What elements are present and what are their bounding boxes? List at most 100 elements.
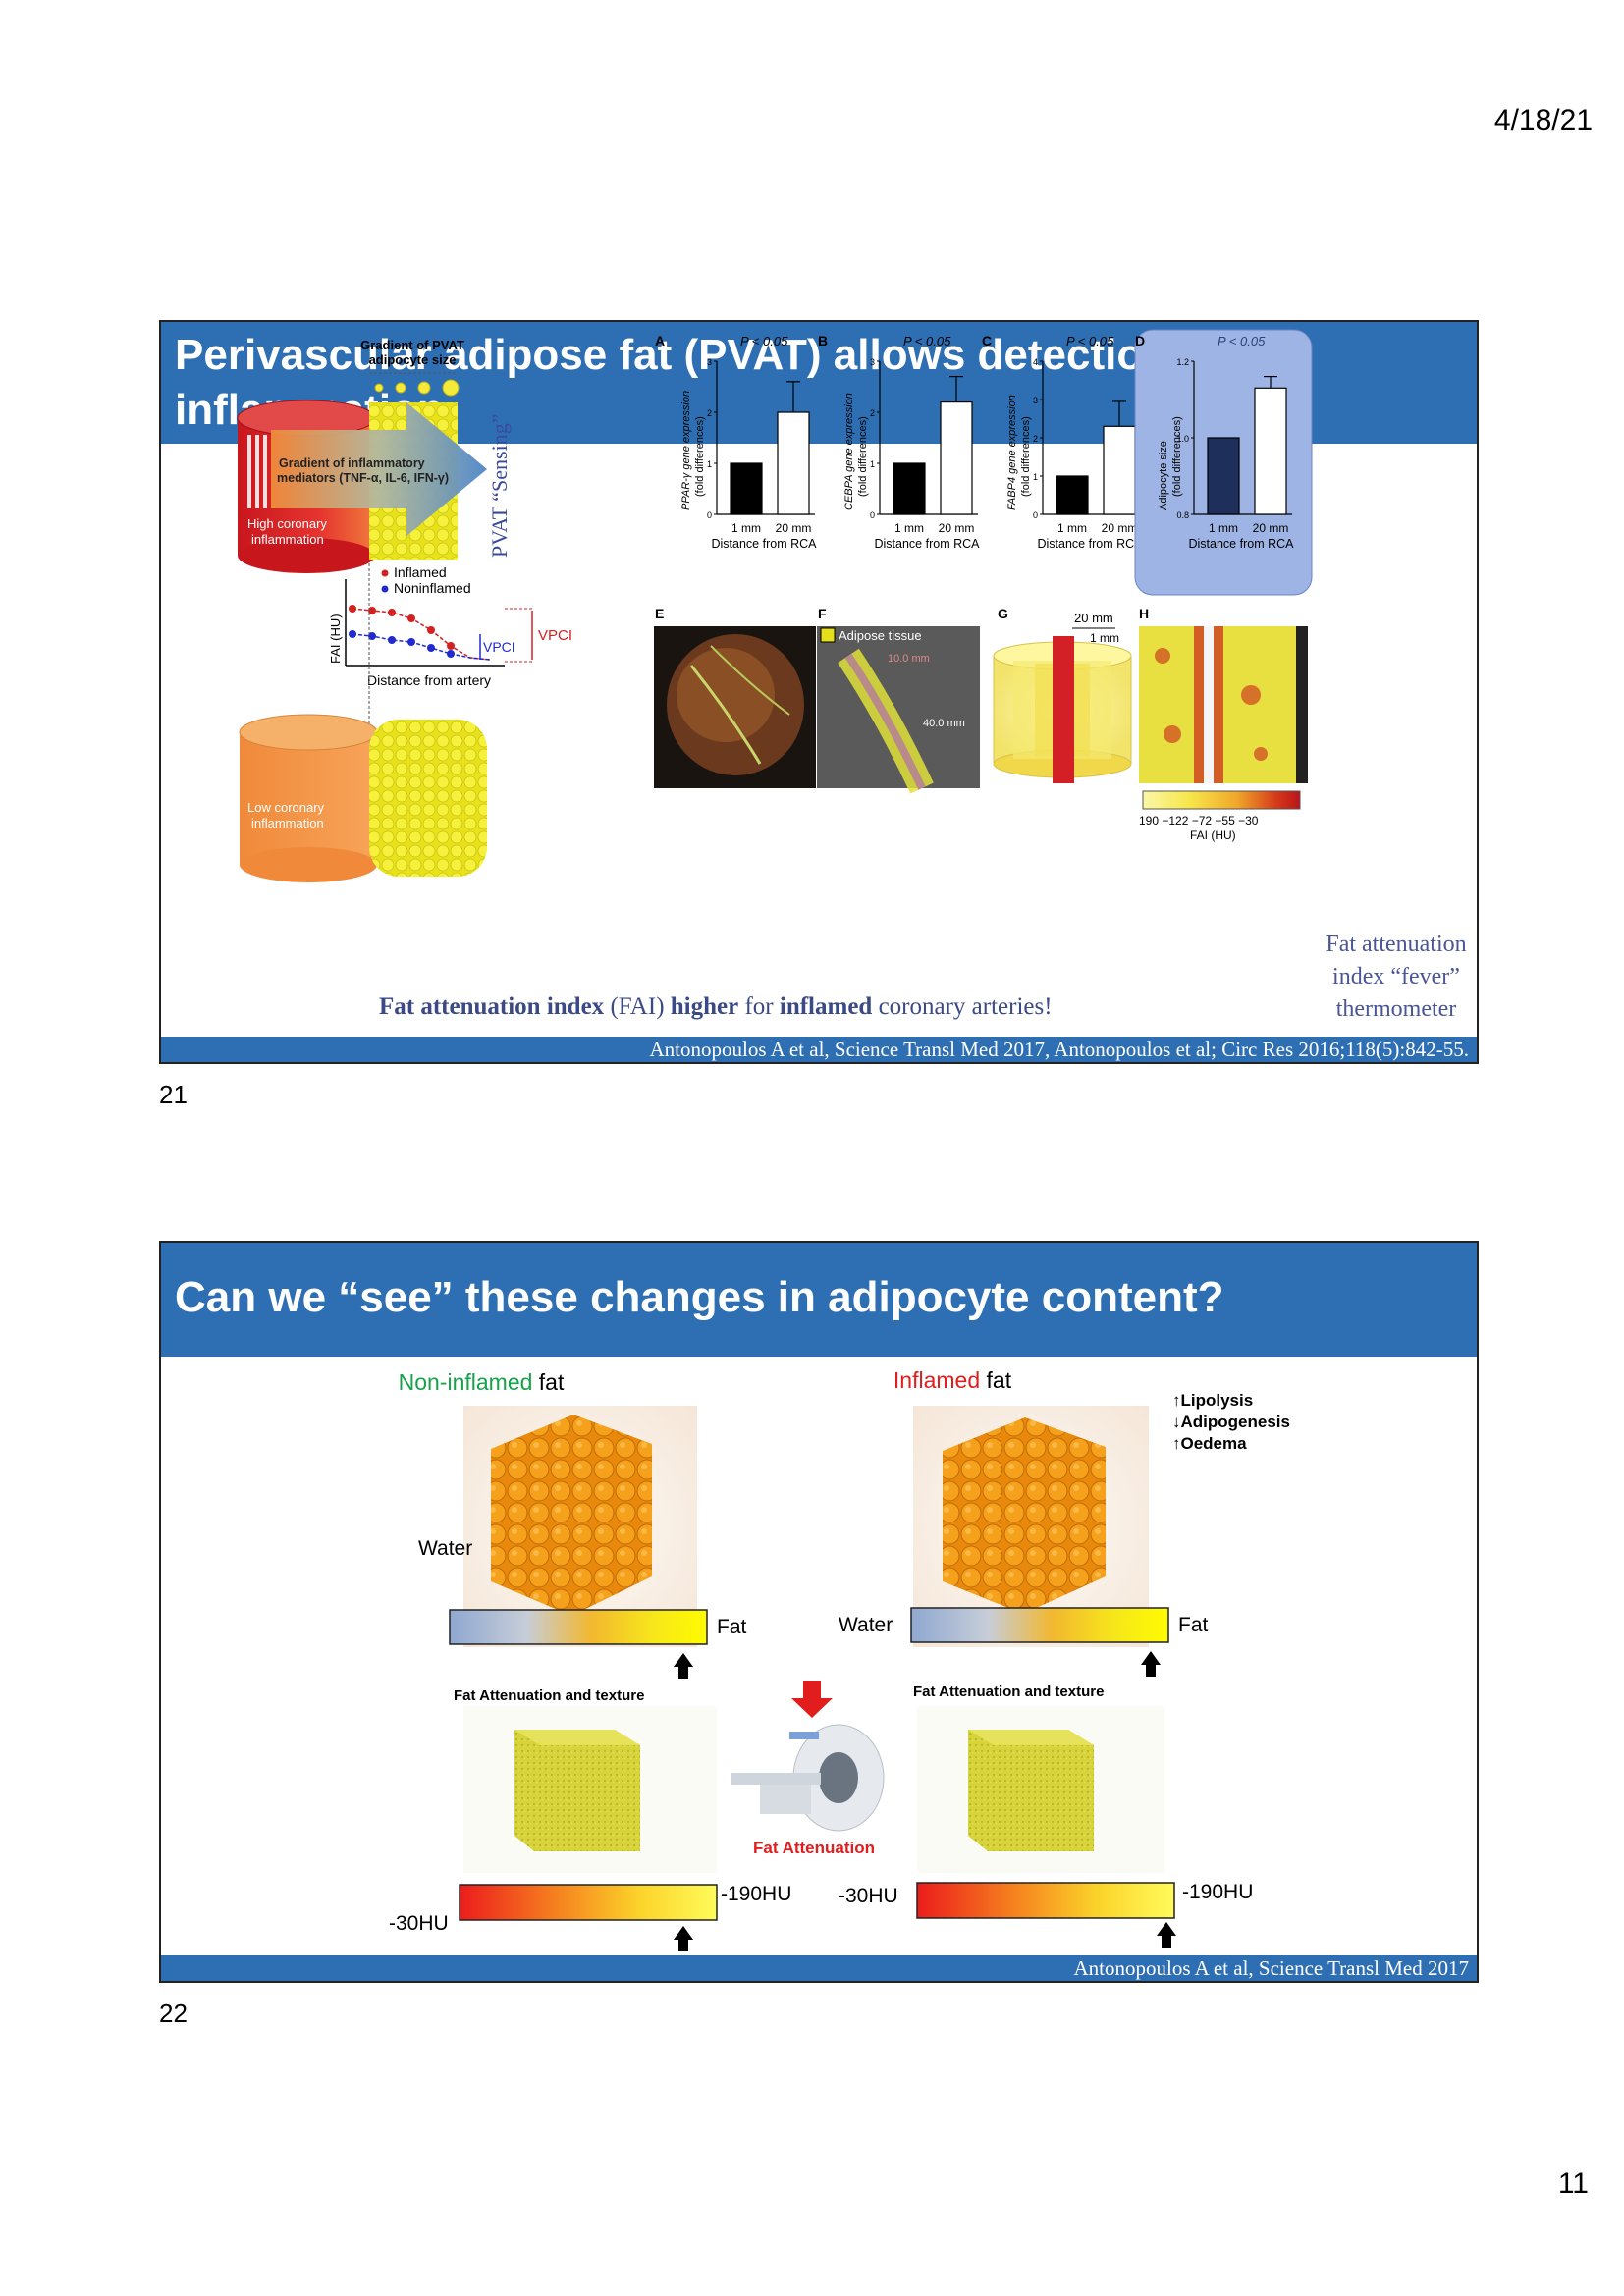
adipocyte-figure: Non-inflamed fat Inflamed fat ↑Lipolysis… — [389, 1367, 1290, 1951]
y-tick-label: 0 — [870, 510, 875, 520]
noninflamed-heading: Non-inflamed fat — [399, 1369, 565, 1395]
y-axis-label: Adipocyte size — [1158, 441, 1169, 510]
fai-axis-label: FAI (HU) — [328, 614, 343, 664]
x-axis-label: Distance from RCA — [1038, 537, 1144, 551]
p-value-label: P < 0.05 — [903, 334, 951, 348]
fai-caption: Fat attenuation index (FAI) higher for i… — [379, 993, 1053, 1021]
y-tick-label: 1 — [707, 459, 712, 469]
ct-fat-attenuation-label: Fat Attenuation — [753, 1839, 875, 1857]
ct-scanner-image — [731, 1681, 885, 1832]
pvat-sensing-label: PVAT “Sensing” — [487, 414, 512, 558]
y-axis-label: (fold differences) — [694, 416, 706, 497]
water-label-left-top: Water — [418, 1537, 472, 1560]
hu-right-left: -190HU — [721, 1883, 791, 1905]
x-tick-label: 20 mm — [939, 521, 975, 535]
adipose-tissue-legend: Adipose tissue — [839, 628, 922, 643]
water-label-right: Water — [839, 1614, 893, 1636]
fat-label-left: Fat — [717, 1616, 747, 1638]
low-inflammation-2: inflammation — [251, 816, 324, 830]
bar-1mm — [730, 462, 763, 515]
x-tick-label: 1 mm — [1057, 521, 1087, 535]
panel-g-label: G — [998, 606, 1008, 621]
hu-left-right: -30HU — [839, 1885, 898, 1907]
panel-b-label: B — [818, 333, 828, 348]
pvat-schematic: Gradient of PVAT adipocyte size High cor… — [237, 338, 572, 882]
y-tick-label: 0 — [1033, 510, 1038, 520]
x-tick-label: 20 mm — [1253, 521, 1289, 535]
y-axis-label: (fold differences) — [1020, 416, 1032, 497]
y-tick-label: 2 — [1033, 434, 1038, 444]
y-axis-label: FABP4 gene expression — [1006, 395, 1018, 510]
inflamed-texture-cube — [917, 1706, 1164, 1873]
change-oedema: ↑Oedema — [1172, 1434, 1247, 1453]
legend-noninflamed: Noninflamed — [394, 580, 471, 596]
bar-20mm — [1254, 387, 1287, 515]
distance-axis-label: Distance from artery — [367, 672, 491, 688]
noninflamed-texture-cube — [463, 1706, 717, 1873]
y-tick-label: 1 — [870, 459, 875, 469]
y-tick-label: 1 — [1033, 472, 1038, 482]
fai-scale-ticks: 190 −122 −72 −55 −30 — [1139, 814, 1259, 828]
panel-f-label: F — [818, 606, 827, 621]
bar-1mm — [1207, 437, 1240, 515]
x-tick-label: 20 mm — [776, 521, 812, 535]
fai-caption-part4: for — [738, 993, 780, 1020]
fat-label-right: Fat — [1178, 1614, 1209, 1636]
inflamed-heading: Inflamed fat — [893, 1367, 1012, 1393]
hu-left-left: -30HU — [389, 1912, 449, 1935]
g-1mm: 1 mm — [1090, 631, 1119, 645]
slide-21: Perivascular adipose fat (PVAT) allows d… — [159, 320, 1479, 1064]
thermometer-line1: Fat attenuation — [1326, 932, 1467, 957]
bar-1mm — [1056, 475, 1089, 515]
fai-caption-part2: (FAI) — [604, 993, 671, 1020]
panel-f-ct-image: Adipose tissue 10.0 mm 40.0 mm — [817, 626, 980, 794]
change-adipogenesis: ↓Adipogenesis — [1172, 1413, 1290, 1431]
y-tick-label: 1.2 — [1176, 357, 1189, 367]
y-axis-label: (fold differences) — [857, 416, 869, 497]
gradient-title-2: adipocyte size — [369, 352, 457, 367]
panel-a-label: A — [655, 333, 665, 348]
vpci-label-blue: VPCI — [483, 639, 515, 655]
fai-caption-part5: inflamed — [779, 993, 873, 1020]
fat-att-label-left: Fat Attenuation and texture — [454, 1687, 644, 1704]
change-lipolysis: ↑Lipolysis — [1172, 1391, 1253, 1410]
figure-area: Gradient of PVAT adipocyte size High cor… — [237, 329, 1313, 882]
y-tick-label: 3 — [1033, 396, 1038, 405]
x-tick-label: 20 mm — [1102, 521, 1138, 535]
thermometer-line2: index “fever” — [1332, 964, 1460, 989]
y-tick-label: 0 — [707, 510, 712, 520]
y-tick-label: 3 — [870, 357, 875, 367]
water-fat-scale-left — [449, 1609, 708, 1645]
fai-scale-label: FAI (HU) — [1190, 828, 1236, 842]
hu-right-right: -190HU — [1182, 1881, 1253, 1903]
y-tick-label: 4 — [1033, 357, 1038, 367]
p-value-label: P < 0.05 — [1218, 334, 1266, 348]
arrow-down-icon — [791, 1681, 833, 1718]
fai-caption-part6: coronary arteries! — [872, 993, 1053, 1020]
panel-g-cylinder: 20 mm 1 mm — [993, 611, 1132, 783]
y-axis-label: (fold differences) — [1171, 416, 1183, 497]
panel-d-label: D — [1135, 333, 1145, 348]
slide-title: Can we “see” these changes in adipocyte … — [161, 1243, 1477, 1357]
y-tick-label: 1.0 — [1176, 434, 1189, 444]
hu-scale-left — [459, 1884, 718, 1921]
y-axis-label: CEBPA gene expression — [843, 393, 855, 510]
panel-h-label: H — [1139, 606, 1149, 621]
bar-1mm — [893, 462, 926, 515]
inflamed-adipocyte-image — [913, 1406, 1149, 1647]
fai-caption-part1: Fat attenuation index — [379, 993, 605, 1020]
mediators-1: Gradient of inflammatory — [279, 456, 425, 470]
thermometer-line3: thermometer — [1335, 996, 1457, 1022]
gradient-title-1: Gradient of PVAT — [360, 338, 464, 352]
f-10mm: 10.0 mm — [888, 653, 930, 665]
noninflamed-adipocyte-image — [463, 1406, 697, 1647]
page-date: 4/18/21 — [1493, 104, 1593, 136]
y-tick-label: 2 — [870, 408, 875, 418]
high-inflammation-2: inflammation — [251, 532, 324, 547]
x-axis-label: Distance from RCA — [712, 537, 818, 551]
high-inflammation-1: High coronary — [247, 516, 327, 531]
citation: Antonopoulos A et al, Science Transl Med… — [161, 1955, 1477, 1981]
mediators-2: mediators (TNF-α, IL-6, IFN-γ) — [277, 471, 449, 485]
low-inflammation-1: Low coronary — [247, 800, 325, 815]
